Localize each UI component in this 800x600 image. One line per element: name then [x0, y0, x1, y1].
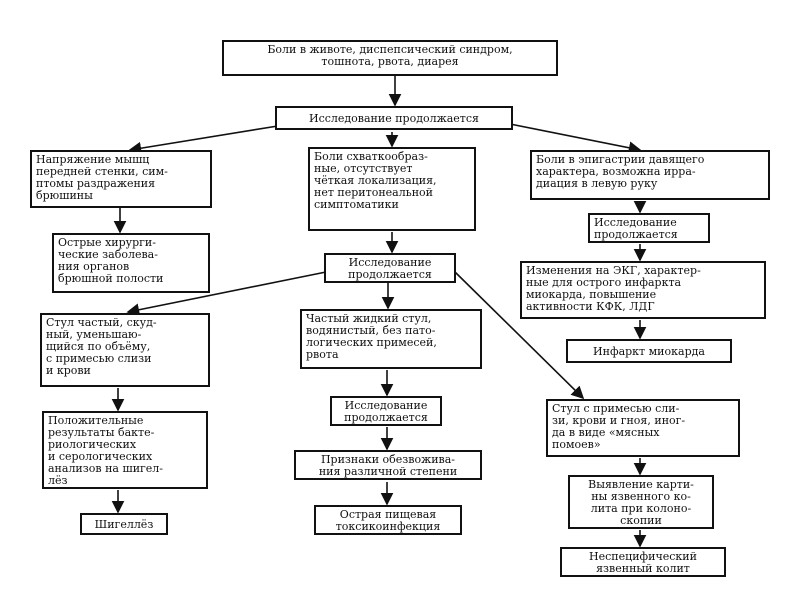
node-research-right: Исследование продолжается — [588, 213, 710, 243]
node-food-toxicoinfection: Острая пищевая токсикоинфекция — [314, 505, 462, 535]
arrow-research2-to-c1 — [454, 271, 585, 400]
node-acute-surgical-disease: Острые хирурги- ческие заболева- ния орг… — [52, 233, 210, 293]
node-research-2: Исследование продолжается — [324, 253, 456, 283]
node-ecg-changes: Изменения на ЭКГ, характер- ные для остр… — [520, 261, 766, 319]
node-dehydration: Признаки обезвожива- ния различной степе… — [294, 450, 482, 480]
node-bloody-stool: Стул с примесью сли- зи, крови и гноя, и… — [546, 399, 740, 457]
node-epigastric-pain: Боли в эпигастрии давящего характера, во… — [530, 150, 770, 200]
node-colonoscopy-finding: Выявление карти- ны язвенного ко- лита п… — [568, 475, 714, 529]
node-colicky-pain: Боли схваткообраз- ные, отсутствует чётк… — [308, 147, 476, 231]
node-symptoms-top: Боли в животе, диспепсический синдром, т… — [222, 40, 558, 76]
node-peritoneal-signs: Напряжение мышц передней стенки, сим- пт… — [30, 150, 212, 208]
arrow-research-to-left — [128, 123, 291, 155]
arrow-research-to-right — [509, 123, 642, 155]
node-watery-stool: Частый жидкий стул, водянистый, без пато… — [300, 309, 482, 369]
arrow-research2-to-a1 — [126, 271, 327, 317]
node-frequent-scanty-stool: Стул частый, скуд- ный, уменьшаю- щийся … — [40, 313, 210, 387]
node-myocardial-infarction: Инфаркт миокарда — [566, 339, 732, 363]
node-research-3: Исследование продолжается — [330, 396, 442, 426]
node-research-1: Исследование продолжается — [275, 106, 513, 130]
node-ulcerative-colitis: Неспецифический язвенный колит — [560, 547, 726, 577]
node-positive-bacteriology: Положительные результаты бакте- риологич… — [42, 411, 208, 489]
node-shigellosis: Шигеллёз — [80, 513, 168, 535]
